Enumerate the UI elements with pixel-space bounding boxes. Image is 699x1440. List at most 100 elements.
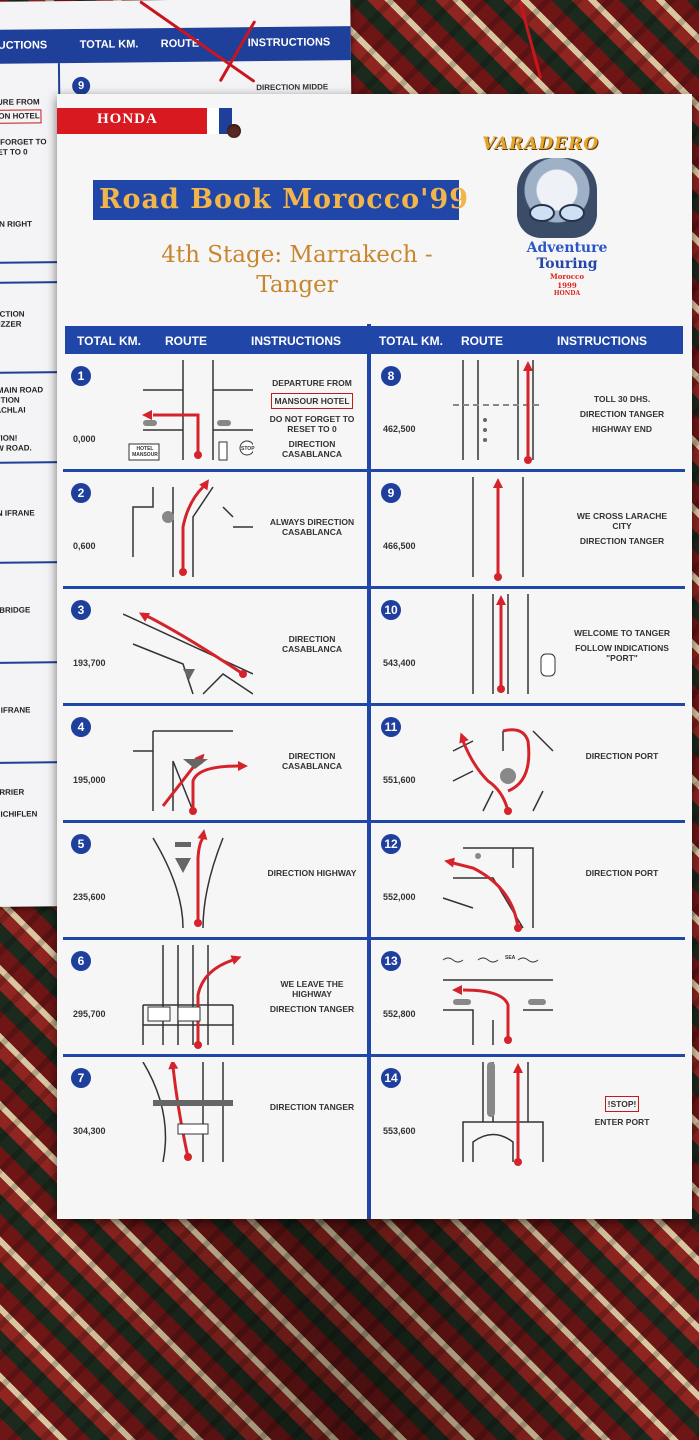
- instruction-text: DIRECTION PORT: [585, 868, 659, 878]
- instruction-line: DIRECTION TANGER: [571, 409, 673, 419]
- logo-adventure: Adventure: [526, 240, 608, 256]
- header-instructions: INSTRUCTIONS: [557, 334, 647, 348]
- row-divider: [63, 703, 685, 706]
- step-total-km: 543,400: [383, 658, 416, 668]
- step-total-km: 193,700: [73, 658, 106, 668]
- back-row-label: UTION!: [0, 433, 18, 443]
- roadbook-step-13: 13 552,800 SEA: [373, 941, 679, 1054]
- row-divider: [63, 586, 685, 589]
- instruction-text: WE CROSS LARACHE CITY: [576, 511, 668, 531]
- instruction-line: TOLL 30 Dhs.: [571, 394, 673, 404]
- roadbook-step-3: 3 193,700 DIRECTION CASABLANCA: [63, 590, 369, 703]
- roadbook-step-2: 2 0,600 ALWAYS DIRECTION CASABLANCA: [63, 473, 369, 586]
- step-number-badge: 8: [381, 366, 401, 386]
- step-number-badge: 14: [381, 1068, 401, 1088]
- back-row-label: ON IFRANE: [0, 508, 35, 518]
- step-number-badge: 3: [71, 600, 91, 620]
- back-step-number: 9: [72, 76, 91, 96]
- route-diagram: [453, 360, 543, 464]
- instruction-line: HIGHWAY END: [571, 424, 673, 434]
- instruction-line: WE CROSS LARACHE CITY: [571, 511, 673, 531]
- step-total-km: 553,600: [383, 1126, 416, 1136]
- logo-honda: HONDA: [553, 290, 581, 297]
- boxed-instruction: MANSOUR HOTEL: [271, 393, 353, 409]
- route-diagram: [472, 594, 556, 694]
- step-number-badge: 2: [71, 483, 91, 503]
- step-instructions: DIRECTION PORT: [571, 751, 673, 766]
- column-divider: [367, 324, 371, 1219]
- route-label: SEA: [505, 955, 516, 961]
- step-total-km: 551,600: [383, 775, 416, 785]
- instruction-line: FOLLOW INDICATIONS "PORT": [571, 643, 673, 663]
- route-diagram: [142, 945, 242, 1049]
- instruction-text: DIRECTION TANGER: [579, 409, 665, 419]
- logo-touring: Touring: [536, 256, 598, 272]
- step-total-km: 466,500: [383, 541, 416, 551]
- instruction-line: ENTER PORT: [571, 1117, 673, 1127]
- instruction-line: DIRECTION CASABLANCA: [261, 634, 363, 654]
- back-row-label: N IFRANE: [0, 705, 31, 715]
- instruction-line: ALWAYS DIRECTION CASABLANCA: [261, 517, 363, 537]
- back-row-label: ESET TO 0: [0, 147, 28, 157]
- back-row-divider: [0, 661, 65, 664]
- stage-line-1: 4th Stage: Marrakech -: [161, 242, 433, 268]
- logo-caption: Adventure Touring Morocco 1999 HONDA: [517, 240, 617, 297]
- route-diagram: [123, 612, 253, 695]
- back-row-label: ECTION: [0, 395, 20, 405]
- route-diagram: [132, 479, 253, 577]
- route-diagram: [452, 728, 554, 815]
- instruction-line: WE LEAVE THE HIGHWAY: [261, 979, 363, 999]
- right-column-header: TOTAL KM. ROUTE INSTRUCTIONS: [371, 326, 683, 354]
- header-route: ROUTE: [165, 334, 207, 348]
- instruction-text: HIGHWAY END: [592, 424, 652, 434]
- back-row-label: E BRIDGE: [0, 605, 31, 615]
- roadbook-card: HONDA Road Book Morocco'99 4th Stage: Ma…: [57, 94, 692, 1219]
- back-header-instructions-right: INSTRUCTIONS: [247, 36, 331, 50]
- step-total-km: 552,000: [383, 892, 416, 902]
- row-divider: [63, 937, 685, 940]
- back-header-total-km: TOTAL KM.: [79, 38, 139, 51]
- instruction-line: DEPARTURE FROM: [261, 378, 363, 388]
- instruction-text: DIRECTION TANGER: [269, 1102, 355, 1112]
- step-total-km: 0,600: [73, 541, 96, 551]
- left-column-header: TOTAL KM. ROUTE INSTRUCTIONS: [65, 326, 367, 354]
- step-total-km: 195,000: [73, 775, 106, 785]
- title-banner: Road Book Morocco'99: [93, 180, 468, 220]
- step-total-km: 552,800: [383, 1009, 416, 1019]
- step-number-badge: 1: [71, 366, 91, 386]
- honda-stripe: HONDA: [57, 108, 347, 134]
- back-row-label: URN RIGHT: [0, 219, 33, 229]
- step-instructions: DIRECTION PORT: [571, 868, 673, 883]
- instruction-text: DIRECTION CASABLANCA: [282, 634, 342, 654]
- instruction-text: DIRECTION CASABLANCA: [282, 439, 342, 459]
- instruction-text: DO NOT FORGET TO RESET TO 0: [269, 414, 355, 434]
- step-total-km: 235,600: [73, 892, 106, 902]
- step-instructions: ALWAYS DIRECTION CASABLANCA: [261, 517, 363, 542]
- route-diagram: [133, 730, 248, 815]
- instruction-text: DIRECTION CASABLANCA: [282, 751, 342, 771]
- header-route: ROUTE: [461, 334, 503, 348]
- logo-year: 1999: [557, 281, 577, 290]
- header-total-km: TOTAL KM.: [379, 334, 443, 348]
- route-diagram: [142, 1062, 233, 1163]
- instruction-line: DIRECTION PORT: [571, 751, 673, 761]
- route-diagram: [442, 847, 534, 932]
- instruction-line: DIRECTION HIGHWAY: [261, 868, 363, 878]
- step-instructions: !STOP!ENTER PORT: [571, 1096, 673, 1132]
- instruction-text: DEPARTURE FROM: [272, 378, 352, 388]
- step-instructions: WE LEAVE THE HIGHWAY DIRECTION TANGER: [261, 979, 363, 1019]
- instruction-text: DIRECTION TANGER: [269, 1004, 355, 1014]
- instruction-line: DIRECTION TANGER: [261, 1004, 363, 1014]
- route-diagram: [462, 1062, 544, 1166]
- back-row-divider: [0, 281, 61, 284]
- instruction-line: DIRECTION TANGER: [571, 536, 673, 546]
- instruction-text: DIRECTION TANGER: [579, 536, 665, 546]
- step-number-badge: 13: [381, 951, 401, 971]
- row-divider: [63, 469, 685, 472]
